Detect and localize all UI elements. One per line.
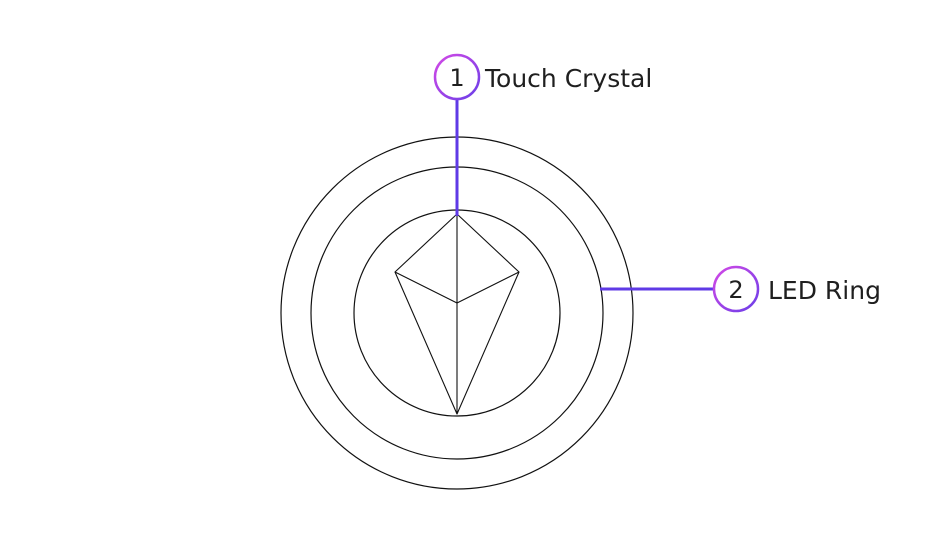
callout-number-1: 1	[449, 64, 464, 92]
callout-label-1: Touch Crystal	[484, 64, 652, 93]
callout-2: 2 LED Ring	[600, 265, 881, 313]
callout-label-2: LED Ring	[768, 276, 881, 305]
callout-badge-2	[712, 265, 760, 313]
callout-badge-1	[433, 53, 481, 101]
callout-1: 1 Touch Crystal	[433, 53, 652, 216]
callout-number-2: 2	[728, 276, 743, 304]
touch-crystal	[394, 213, 520, 415]
